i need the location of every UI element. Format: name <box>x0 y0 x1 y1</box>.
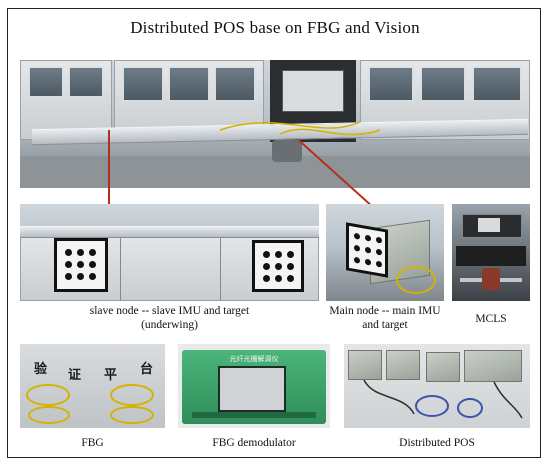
distributed-pos-photo <box>344 344 530 428</box>
pos-cables <box>363 379 523 419</box>
pos-box <box>426 352 460 382</box>
main-target <box>346 222 388 278</box>
caption-line: (underwing) <box>141 319 198 331</box>
slave-target <box>252 240 304 292</box>
caption-line: Main node -- main IMU <box>329 305 441 317</box>
fbg-char: 验 <box>34 362 48 377</box>
caption-slave-node: slave node -- slave IMU and target (unde… <box>20 304 319 332</box>
fbg-char: 平 <box>104 368 118 383</box>
fiber-coil <box>26 384 70 406</box>
fiber-coil <box>110 384 154 406</box>
caption-main-node: Main node -- main IMU and target <box>322 304 448 332</box>
pos-box <box>348 350 382 380</box>
caption-fbg: FBG <box>81 437 104 449</box>
fiber-coil <box>28 406 70 424</box>
pos-box <box>464 350 522 382</box>
demodulator-screen <box>218 366 286 412</box>
pos-box <box>386 350 420 380</box>
fiber-cables <box>219 121 381 136</box>
main-node-photo <box>326 204 444 301</box>
wing-underside <box>20 226 319 238</box>
cabinet <box>20 60 112 140</box>
fbg-demodulator-photo: 光纤光栅解调仪 <box>178 344 330 428</box>
demodulator-title-label: 光纤光栅解调仪 <box>229 355 279 363</box>
fbg-char: 证 <box>68 368 82 383</box>
fiber-coil <box>110 406 154 424</box>
mcls-photo <box>452 204 530 301</box>
slave-node-photo <box>20 204 319 301</box>
slave-target <box>54 238 108 292</box>
figure-title: Distributed POS base on FBG and Vision <box>130 18 420 37</box>
overview-photo <box>20 60 530 188</box>
fbg-photo: 验 证 平 台 <box>20 344 165 428</box>
caption-line: slave node -- slave IMU and target <box>89 305 250 317</box>
caption-distributed-pos: Distributed POS <box>399 437 475 449</box>
fbg-char: 台 <box>140 362 154 377</box>
caption-line: and target <box>362 319 408 331</box>
caption-fbg-demodulator: FBG demodulator <box>212 437 296 449</box>
caption-mcls: MCLS <box>475 313 507 325</box>
